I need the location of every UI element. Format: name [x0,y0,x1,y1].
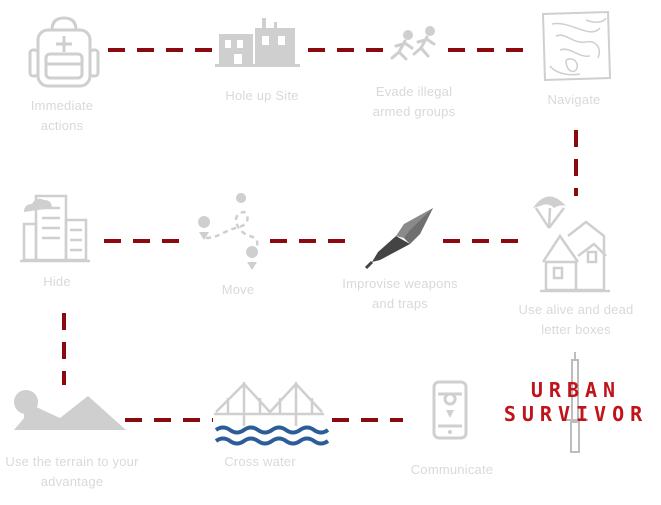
label-line1: Immediate [30,98,94,113]
label-line2: and traps [371,296,428,311]
label-line2: letter boxes [541,322,611,337]
label-line2: advantage [40,474,104,489]
label-line1: Move [221,282,255,297]
label-use-terrain: Use the terrain to your advantage [5,452,138,492]
label-navigate: Navigate [548,90,601,110]
label-line1: Use alive and dead [518,302,634,317]
label-improvise-weapons: Improvise weapons and traps [342,274,457,314]
label-immediate-actions: Immediate actions [31,96,94,136]
label-line2: actions [40,118,84,133]
label-line1: Evade illegal [375,84,453,99]
label-line1: Hide [43,274,71,289]
label-line2: armed groups [372,104,456,119]
label-line1: Cross water [224,454,296,469]
label-communicate: Communicate [411,460,493,480]
label-line1: Hole up Site [225,88,299,103]
parachute-houses-icon [533,196,610,293]
topographic-map-icon [541,10,612,82]
mountain-tree-icon [14,390,126,430]
brand-line1: URBAN [530,378,622,402]
smartphone-map-icon [432,380,468,440]
label-line1: Communicate [410,462,494,477]
label-letter-boxes: Use alive and dead letter boxes [519,300,634,340]
backpack-icon [28,16,100,88]
spearhead-icon [364,208,433,270]
label-evade-armed-groups: Evade illegal armed groups [373,82,456,122]
brand-title: URBAN SURVIVOR [504,378,648,426]
knife-icon [562,352,588,453]
label-move: Move [222,280,255,300]
connectors [62,48,578,422]
label-hide: Hide [43,272,71,292]
route-path-icon [198,193,259,270]
bridge-water-icon [214,382,330,446]
building-icon [215,18,300,67]
brand-line2: SURVIVOR [503,402,649,426]
city-buildings-icon [20,194,90,263]
label-hole-up-site: Hole up Site [225,86,298,106]
label-line1: Use the terrain to your [5,454,139,469]
label-line1: Improvise weapons [342,276,458,291]
label-line1: Navigate [547,92,601,107]
label-cross-water: Cross water [224,452,296,472]
running-people-icon [390,26,436,61]
